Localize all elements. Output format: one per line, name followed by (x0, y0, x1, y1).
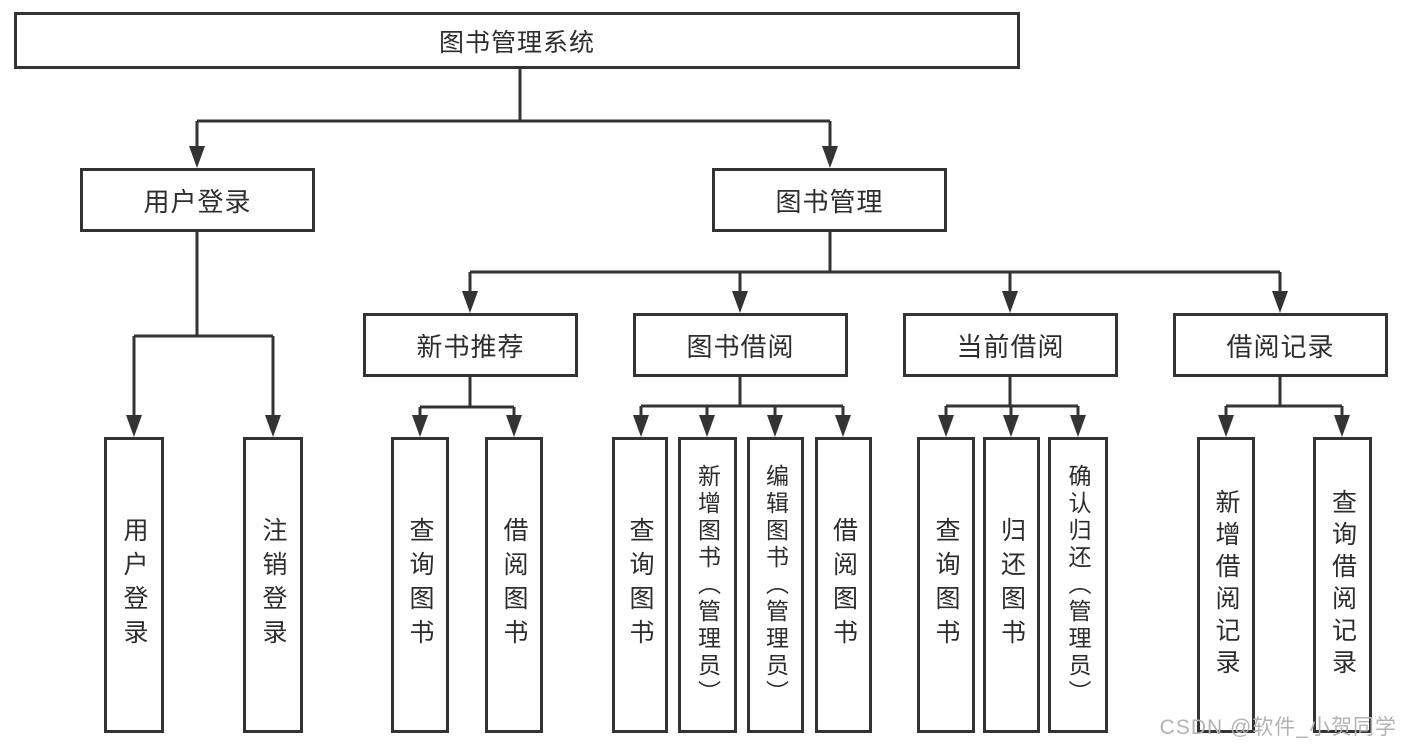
node-label: 查询图书 (406, 517, 434, 653)
node-current-borrowing: 当前借阅 (903, 313, 1118, 377)
node-label: 查询图书 (932, 517, 960, 653)
leaf-confirm-return-admin: 确认归还（管理员） (1048, 437, 1108, 733)
leaf-borrowing-borrow-books: 借阅图书 (815, 437, 872, 733)
node-label: 图书管理系统 (438, 28, 595, 57)
node-label: 确认归还（管理员） (1065, 463, 1091, 707)
node-book-management: 图书管理 (712, 168, 947, 232)
leaf-borrowing-query-books: 查询图书 (612, 437, 668, 733)
node-new-book-recommendation: 新书推荐 (363, 313, 578, 377)
node-label: 归还图书 (997, 517, 1026, 653)
node-label: 借阅图书 (500, 517, 528, 653)
node-label: 借阅图书 (829, 517, 858, 653)
leaf-return-books: 归还图书 (983, 437, 1040, 733)
node-label: 图书管理 (775, 186, 884, 217)
leaf-user-login: 用户登录 (104, 437, 164, 733)
node-label: 编辑图书（管理员） (762, 463, 789, 707)
node-borrowing-records: 借阅记录 (1173, 313, 1388, 377)
arrowhead-icons (126, 146, 1350, 437)
node-label: 新增图书（管理员） (694, 463, 721, 707)
leaf-current-query-books: 查询图书 (917, 437, 975, 733)
node-label: 注销登录 (259, 517, 287, 653)
node-user-login-branch: 用户登录 (80, 168, 315, 232)
node-label: 用户登录 (120, 517, 148, 653)
leaf-logout: 注销登录 (243, 437, 303, 733)
node-label: 用户登录 (143, 186, 252, 217)
node-label: 借阅记录 (1226, 331, 1335, 362)
connector-lines (132, 69, 1344, 419)
leaf-add-borrow-record: 新增借阅记录 (1197, 437, 1255, 733)
node-library-management-system: 图书管理系统 (14, 12, 1020, 69)
leaf-recommend-borrow-books: 借阅图书 (485, 437, 543, 733)
watermark: CSDN @软件_小贺同学 (1159, 716, 1397, 739)
leaf-edit-books-admin: 编辑图书（管理员） (747, 437, 804, 733)
node-label: 查询图书 (626, 517, 654, 653)
leaf-add-books-admin: 新增图书（管理员） (678, 437, 737, 733)
node-book-borrowing: 图书借阅 (633, 313, 848, 377)
node-label: 新增借阅记录 (1212, 489, 1240, 681)
node-label: 图书借阅 (686, 331, 795, 362)
node-label: 查询借阅记录 (1328, 489, 1357, 681)
leaf-recommend-query-books: 查询图书 (391, 437, 449, 733)
leaf-query-borrow-record: 查询借阅记录 (1313, 437, 1372, 733)
node-label: 当前借阅 (956, 331, 1065, 362)
node-label: 新书推荐 (416, 331, 525, 362)
